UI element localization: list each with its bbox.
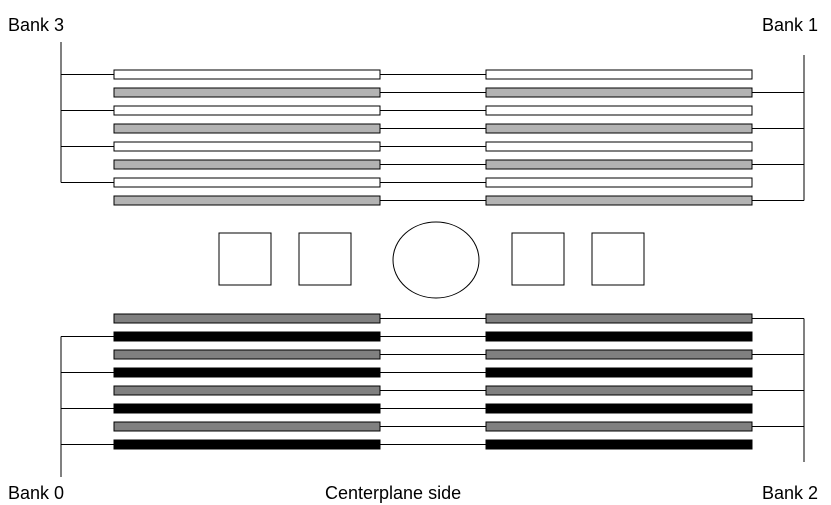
center-processor-circle bbox=[392, 221, 480, 299]
chip-right-inner bbox=[511, 232, 565, 286]
top-slot-left-7 bbox=[113, 195, 381, 206]
bank-0-label: Bank 0 bbox=[8, 483, 65, 503]
bottom-slot-left-7 bbox=[113, 439, 381, 450]
bottom-slot-left-0 bbox=[113, 313, 381, 324]
bottom-slot-right-0 bbox=[485, 313, 753, 324]
bottom-slot-right-7 bbox=[485, 439, 753, 450]
chip-right-outer bbox=[591, 232, 645, 286]
top-slot-left-3 bbox=[113, 123, 381, 134]
top-slot-right-2 bbox=[485, 105, 753, 116]
bottom-slot-left-2 bbox=[113, 349, 381, 360]
bank-wiring bbox=[60, 42, 805, 477]
top-slot-left-1 bbox=[113, 87, 381, 98]
top-slot-left-6 bbox=[113, 177, 381, 188]
top-slot-left-2 bbox=[113, 105, 381, 116]
bottom-slot-right-4 bbox=[485, 385, 753, 396]
center-components bbox=[218, 221, 645, 299]
top-slot-right-4 bbox=[485, 141, 753, 152]
memory-slots bbox=[113, 69, 753, 450]
top-slot-right-1 bbox=[485, 87, 753, 98]
bottom-slot-right-3 bbox=[485, 367, 753, 378]
top-slot-left-0 bbox=[113, 69, 381, 80]
bottom-slot-left-5 bbox=[113, 403, 381, 414]
bank-1-label: Bank 1 bbox=[761, 15, 818, 35]
bank-3-label: Bank 3 bbox=[8, 15, 65, 35]
chip-left-inner bbox=[298, 232, 352, 286]
top-slot-right-0 bbox=[485, 69, 753, 80]
top-slot-right-3 bbox=[485, 123, 753, 134]
bank-2-label: Bank 2 bbox=[761, 483, 818, 503]
bottom-slot-right-5 bbox=[485, 403, 753, 414]
top-slot-left-5 bbox=[113, 159, 381, 170]
top-slot-left-4 bbox=[113, 141, 381, 152]
bottom-slot-left-3 bbox=[113, 367, 381, 378]
bottom-slot-right-6 bbox=[485, 421, 753, 432]
top-slot-right-7 bbox=[485, 195, 753, 206]
centerplane-side-label: Centerplane side bbox=[325, 483, 462, 503]
chip-left-outer bbox=[218, 232, 272, 286]
bottom-slot-right-1 bbox=[485, 331, 753, 342]
top-slot-right-5 bbox=[485, 159, 753, 170]
bottom-slot-left-1 bbox=[113, 331, 381, 342]
top-slot-right-6 bbox=[485, 177, 753, 188]
bottom-slot-left-6 bbox=[113, 421, 381, 432]
bottom-slot-left-4 bbox=[113, 385, 381, 396]
bottom-slot-right-2 bbox=[485, 349, 753, 360]
